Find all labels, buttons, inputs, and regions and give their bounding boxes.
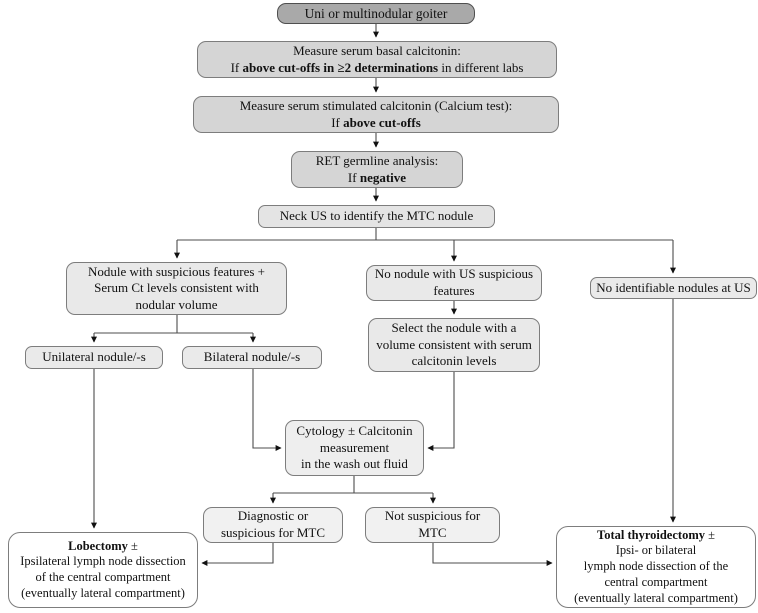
node-total-thyroidectomy-body: Ipsi- or bilateral lymph node dissection…: [574, 543, 738, 605]
connector-notsuspicious-total: [432, 543, 553, 566]
node-lobectomy-body: Ipsilateral lymph node dissection of the…: [20, 554, 186, 600]
node-neck-us: Neck US to identify the MTC nodule: [258, 205, 495, 228]
node-select-nodule-label: Select the nodule with a volume consiste…: [376, 320, 532, 369]
node-ret-line2: If negative: [347, 169, 407, 185]
node-cytology: Cytology ± Calcitonin measurement in the…: [285, 420, 424, 476]
node-goiter: Uni or multinodular goiter: [277, 3, 475, 24]
node-not-suspicious-mtc-label: Not suspicious for MTC: [384, 508, 481, 540]
node-no-suspicious-nodule-label: No nodule with US suspicious features: [374, 266, 534, 298]
node-cytology-label: Cytology ± Calcitonin measurement in the…: [296, 423, 413, 472]
connector-suspicious-split-frame: [94, 315, 253, 334]
connector-cytology-split-frame: [273, 476, 433, 494]
node-ret-analysis: RET germline analysis: If negative: [291, 151, 463, 188]
node-no-identifiable-nodules: No identifiable nodules at US: [590, 277, 757, 299]
connector-neckus-split-frame: [177, 228, 673, 241]
node-basal-line2: If above cut-offs in ≥2 determinations i…: [230, 59, 524, 75]
node-diagnostic-mtc: Diagnostic or suspicious for MTC: [203, 507, 343, 543]
node-lobectomy-title: Lobectomy ±: [68, 538, 138, 553]
node-unilateral-nodule-label: Unilateral nodule/-s: [42, 349, 146, 365]
node-bilateral-nodule-label: Bilateral nodule/-s: [203, 349, 301, 365]
node-total-thyroidectomy-title: Total thyroidectomy ±: [597, 527, 715, 542]
node-total-thyroidectomy: Total thyroidectomy ± Ipsi- or bilateral…: [556, 526, 756, 608]
node-suspicious-nodule-label: Nodule with suspicious features + Serum …: [87, 263, 266, 312]
node-select-nodule: Select the nodule with a volume consiste…: [368, 318, 540, 372]
node-ret-line1: RET germline analysis:: [315, 152, 439, 168]
node-stimulated-line2: If above cut-offs: [331, 114, 421, 130]
connector-bilateral-cytology: [252, 369, 282, 451]
node-no-suspicious-nodule: No nodule with US suspicious features: [366, 265, 542, 301]
connector-diagnostic-lobectomy: [201, 543, 274, 566]
node-bilateral-nodule: Bilateral nodule/-s: [182, 346, 322, 369]
node-basal-line1: Measure serum basal calcitonin:: [293, 42, 461, 58]
node-stimulated-calcitonin: Measure serum stimulated calcitonin (Cal…: [193, 96, 559, 133]
node-lobectomy: Lobectomy ± Ipsilateral lymph node disse…: [8, 532, 198, 608]
node-basal-calcitonin: Measure serum basal calcitonin: If above…: [197, 41, 557, 78]
connector-select-cytology: [427, 372, 455, 451]
node-neck-us-label: Neck US to identify the MTC nodule: [279, 208, 474, 224]
node-unilateral-nodule: Unilateral nodule/-s: [25, 346, 163, 369]
node-goiter-label: Uni or multinodular goiter: [304, 5, 448, 21]
node-diagnostic-mtc-label: Diagnostic or suspicious for MTC: [221, 508, 325, 540]
node-no-identifiable-nodules-label: No identifiable nodules at US: [596, 279, 751, 295]
node-stimulated-line1: Measure serum stimulated calcitonin (Cal…: [239, 97, 513, 113]
node-not-suspicious-mtc: Not suspicious for MTC: [365, 507, 500, 543]
node-suspicious-nodule: Nodule with suspicious features + Serum …: [66, 262, 287, 315]
